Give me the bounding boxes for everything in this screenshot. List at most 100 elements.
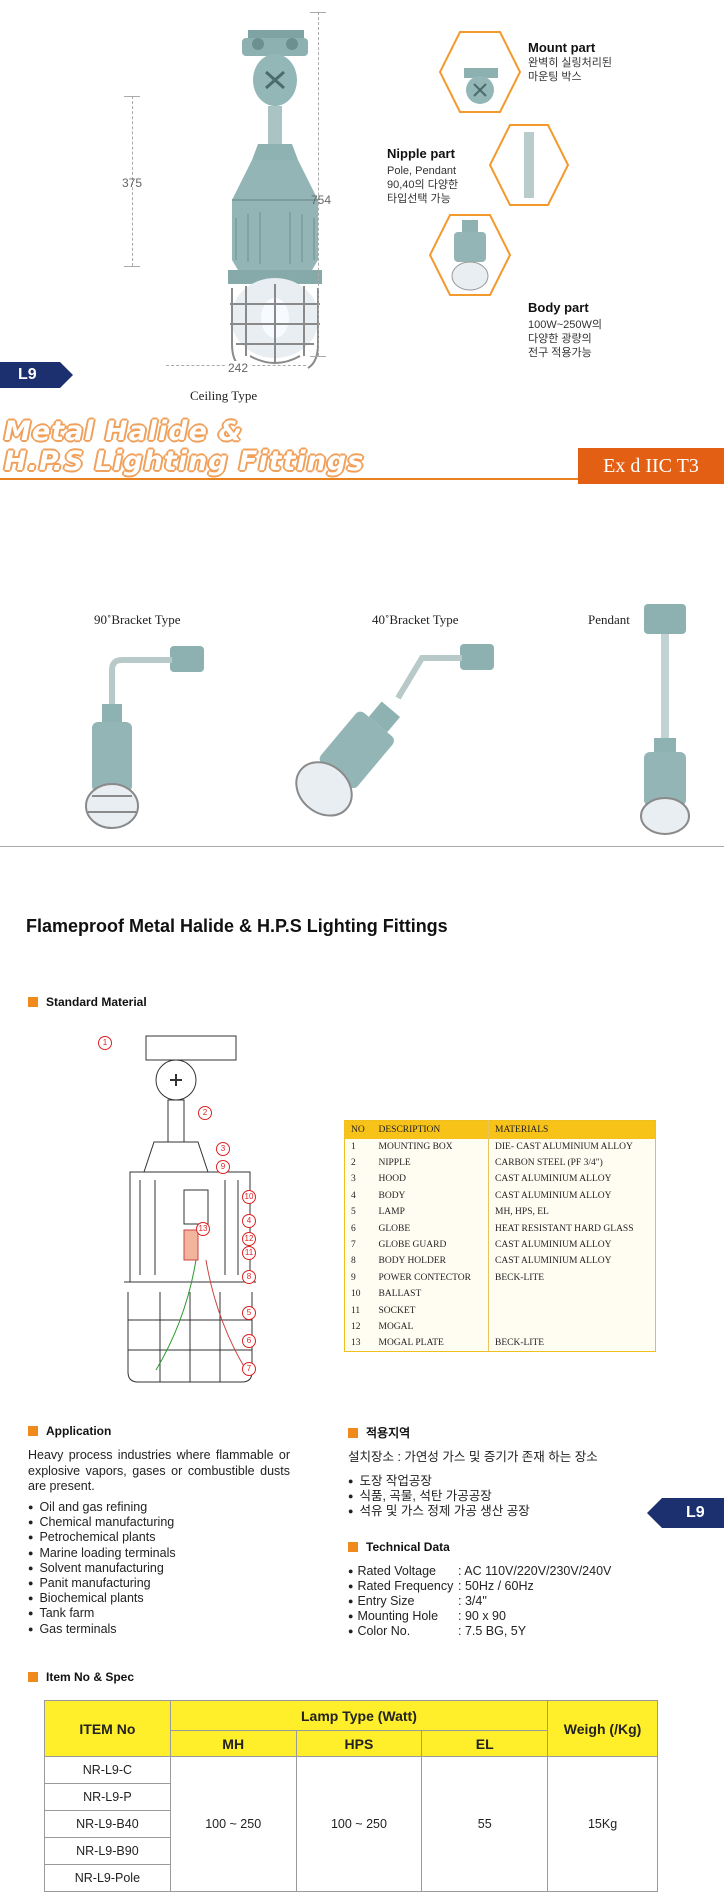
table-row: NR-L9-P xyxy=(44,1783,658,1811)
list-item: Solvent manufacturing xyxy=(28,1561,176,1576)
tech-row: Rated Frequency: 50Hz / 60Hz xyxy=(348,1579,611,1594)
ex-rating-badge: Ex d IIC T3 xyxy=(578,448,724,484)
cell-no: 13 xyxy=(351,1338,361,1349)
callout-8: 8 xyxy=(242,1270,256,1284)
body-part-desc-2: 다양한 광량의 xyxy=(528,333,592,345)
spec-weight-header: Weigh (/Kg) xyxy=(547,1700,658,1757)
section-marker-icon xyxy=(28,997,38,1007)
spec-table: ITEM No Lamp Type (Watt) Weigh (/Kg) MH … xyxy=(44,1699,658,1892)
dim-tick-754-bottom xyxy=(310,356,326,357)
cell-description: BALLAST xyxy=(378,1289,422,1300)
cell-no: 5 xyxy=(351,1207,356,1218)
l9-tag: L9 xyxy=(0,362,73,388)
hero-title-line-2: H.P.S Lighting Fittings xyxy=(4,446,365,477)
cell-description: HOOD xyxy=(378,1174,406,1185)
cell-material: MH, HPS, EL xyxy=(488,1204,656,1221)
spec-item: NR-L9-B40 xyxy=(44,1810,171,1838)
spec-hps-value: 100 ~ 250 xyxy=(295,1756,423,1892)
korean-list: 도장 작업공장 식품, 곡물, 석탄 가공공장 석유 및 가스 정제 가공 생산… xyxy=(348,1474,530,1520)
table-row: NR-L9-B40 xyxy=(44,1810,658,1838)
callout-5: 5 xyxy=(242,1306,256,1320)
side-tag-arrow xyxy=(647,1498,662,1528)
material-table-header: NO DESCRIPTION MATERIALS xyxy=(344,1120,656,1139)
spec-heading: Item No & Spec xyxy=(28,1670,134,1684)
tech-row: Mounting Hole: 90 x 90 xyxy=(348,1609,611,1624)
cell-description: BODY HOLDER xyxy=(378,1256,446,1267)
cell-material xyxy=(488,1302,656,1319)
nipple-part-desc-1: Pole, Pendant xyxy=(387,165,457,177)
spec-sub-mh: MH xyxy=(169,1730,297,1757)
spec-item: NR-L9-Pole xyxy=(44,1864,171,1892)
col-description: DESCRIPTION xyxy=(372,1120,489,1139)
spec-item: NR-L9-C xyxy=(44,1756,171,1784)
callout-12: 12 xyxy=(242,1232,256,1246)
table-row: 9 POWER CONTECTOR BECK-LITE xyxy=(345,1269,656,1287)
body-part-desc-1: 100W~250W의 xyxy=(528,319,603,331)
hero-rule xyxy=(0,478,724,480)
cell-no: 1 xyxy=(351,1141,356,1152)
variant-90-caption: 90˚Bracket Type xyxy=(94,612,181,627)
variant-90-illustration xyxy=(85,646,204,829)
application-heading: Application xyxy=(28,1424,111,1438)
cell-no: 4 xyxy=(351,1190,356,1201)
callout-7: 7 xyxy=(242,1362,256,1376)
cell-material: BECK-LITE xyxy=(488,1269,656,1287)
table-row: 10 BALLAST xyxy=(345,1286,656,1303)
callout-10: 10 xyxy=(242,1190,256,1204)
spec-item: NR-L9-P xyxy=(44,1783,171,1811)
cell-no: 7 xyxy=(351,1240,356,1251)
callout-3: 3 xyxy=(216,1142,230,1156)
callout-13: 13 xyxy=(196,1222,210,1236)
cell-material: HEAT RESISTANT HARD GLASS xyxy=(488,1220,656,1237)
callout-markers xyxy=(100,1030,260,1390)
korean-intro: 설치장소 : 가연성 가스 및 증기가 존재 하는 장소 xyxy=(348,1450,598,1464)
nipple-part-desc-3: 타입선택 가능 xyxy=(387,193,451,205)
col-materials: MATERIALS xyxy=(488,1120,656,1139)
body-part-thumb xyxy=(451,220,489,291)
list-item: Biochemical plants xyxy=(28,1591,176,1606)
section-marker-icon xyxy=(348,1542,358,1552)
main-title: Flameproof Metal Halide & H.P.S Lighting… xyxy=(26,916,448,936)
cell-description: GLOBE GUARD xyxy=(378,1240,447,1251)
dim-tick-375-bottom xyxy=(124,266,140,267)
callout-6: 6 xyxy=(242,1334,256,1348)
list-item: Marine loading terminals xyxy=(28,1546,175,1561)
body-part-title: Body part xyxy=(528,300,589,315)
spec-weight-value: 15Kg xyxy=(547,1756,658,1892)
callout-2: 2 xyxy=(198,1106,212,1120)
variant-40-caption: 40˚Bracket Type xyxy=(372,612,459,627)
ceiling-type-caption: Ceiling Type xyxy=(190,388,258,403)
list-item: 도장 작업공장 xyxy=(348,1474,530,1489)
list-item: Panit manufacturing xyxy=(28,1576,176,1591)
cell-no: 12 xyxy=(351,1321,361,1332)
callout-4: 4 xyxy=(242,1214,256,1228)
spec-lamp-header: Lamp Type (Watt) xyxy=(169,1699,549,1732)
spec-mh-value: 100 ~ 250 xyxy=(169,1756,297,1892)
standard-material-heading: Standard Material xyxy=(28,995,147,1009)
cell-description: POWER CONTECTOR xyxy=(378,1272,471,1283)
section-marker-icon xyxy=(28,1426,38,1436)
list-item: Petrochemical plants xyxy=(28,1530,176,1545)
callout-1: 1 xyxy=(98,1036,112,1050)
mount-part-desc-2: 마운팅 박스 xyxy=(528,71,582,83)
variant-pendant-caption: Pendant xyxy=(588,612,630,627)
cell-no: 9 xyxy=(351,1272,356,1283)
ceiling-lamp-illustration xyxy=(228,30,322,369)
cell-no: 2 xyxy=(351,1158,356,1169)
section-marker-icon xyxy=(348,1428,358,1438)
cell-no: 10 xyxy=(351,1289,361,1300)
hero-title-line-1: Metal Halide & xyxy=(4,416,243,447)
spec-sub-el: EL xyxy=(421,1730,549,1757)
table-row: NR-L9-C 100 ~ 250 100 ~ 250 55 15Kg xyxy=(44,1756,658,1892)
list-item: Gas terminals xyxy=(28,1622,176,1637)
list-item: Chemical manufacturing xyxy=(28,1515,176,1530)
cell-material xyxy=(488,1286,656,1303)
variant-pendant-illustration xyxy=(640,604,690,835)
section-marker-icon xyxy=(28,1672,38,1682)
dim-tick-754-top xyxy=(310,12,326,13)
